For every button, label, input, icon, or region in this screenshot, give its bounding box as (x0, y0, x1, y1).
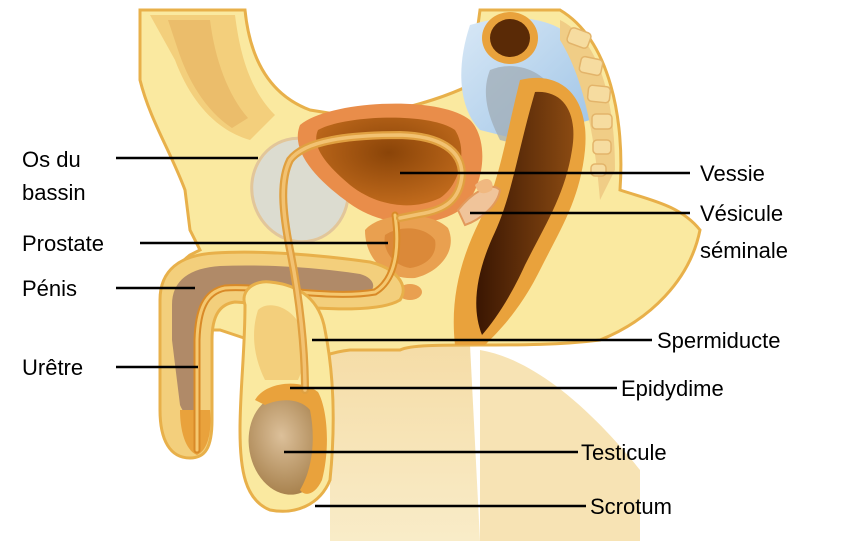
label-epididymis: Epidydime (621, 376, 724, 401)
label-pelvic-bone-2: bassin (22, 180, 86, 205)
label-urethra: Urêtre (22, 355, 83, 380)
colon-loop-inner (490, 19, 530, 57)
label-pelvic-bone-1: Os du (22, 147, 81, 172)
label-seminal-vesicle-1: Vésicule (700, 201, 783, 226)
label-penis: Pénis (22, 276, 77, 301)
thigh-region (330, 340, 480, 541)
label-bladder: Vessie (700, 161, 765, 186)
label-vas-deferens: Spermiducte (657, 328, 781, 353)
label-testicle: Testicule (581, 440, 667, 465)
label-prostate: Prostate (22, 231, 104, 256)
label-scrotum: Scrotum (590, 494, 672, 519)
label-seminal-vesicle-2: séminale (700, 238, 788, 263)
